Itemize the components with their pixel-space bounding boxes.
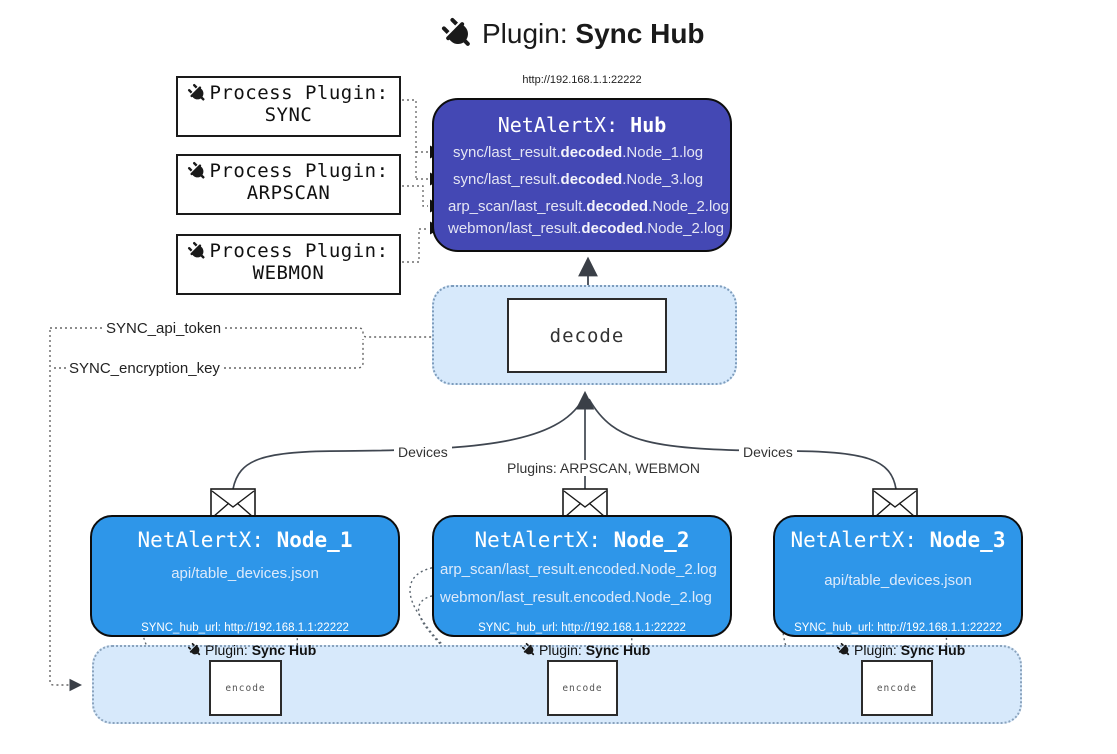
- plug-icon: [435, 11, 480, 56]
- sync-encryption-key-label: SYNC_encryption_key: [66, 360, 223, 377]
- encode-plugin-label: Plugin: Sync Hub: [837, 642, 965, 658]
- node-1-box: NetAlertX: Node_1 api/table_devices.json…: [90, 515, 400, 637]
- process-plugin-sync-box: Process Plugin: SYNC: [176, 76, 401, 137]
- node-3-box: NetAlertX: Node_3 api/table_devices.json…: [773, 515, 1023, 637]
- plug-icon: [185, 238, 212, 265]
- process-plugin-label: Process Plugin:: [209, 82, 389, 104]
- plug-icon: [519, 640, 539, 660]
- plug-icon: [834, 640, 854, 660]
- node-file-line: api/table_devices.json: [171, 565, 319, 582]
- hub-file-line: arp_scan/last_result.decoded.Node_2.log: [448, 198, 729, 215]
- process-plugin-webmon-box: Process Plugin: WEBMON: [176, 234, 401, 295]
- process-plugin-name: SYNC: [264, 104, 313, 126]
- encode-box: encode: [861, 660, 933, 716]
- hub-url: http://192.168.1.1:22222: [522, 74, 642, 86]
- process-plugin-name: WEBMON: [252, 262, 325, 284]
- node-title: NetAlertX: Node_2: [474, 528, 690, 552]
- node-file-line: arp_scan/last_result.encoded.Node_2.log: [440, 561, 717, 578]
- node-file-line: webmon/last_result.encoded.Node_2.log: [440, 589, 712, 606]
- encode-box: encode: [547, 660, 618, 716]
- process-to-hub-connectors: [397, 99, 428, 263]
- node-hub-url: SYNC_hub_url: http://192.168.1.1:22222: [141, 622, 349, 634]
- node-title: NetAlertX: Node_1: [137, 528, 353, 552]
- devices-left-label: Devices: [394, 444, 452, 460]
- node-file-line: api/table_devices.json: [824, 572, 972, 589]
- hub-file-line: sync/last_result.decoded.Node_1.log: [453, 144, 704, 161]
- process-plugin-label: Process Plugin:: [209, 240, 389, 262]
- encode-box: encode: [209, 660, 282, 716]
- plugins-center-label: Plugins: ARPSCAN, WEBMON: [503, 460, 704, 476]
- sync-api-token-label: SYNC_api_token: [103, 320, 225, 337]
- encode-plugin-label: Plugin: Sync Hub: [522, 642, 650, 658]
- hub-title-prefix: NetAlertX:: [497, 113, 631, 137]
- node-hub-url: SYNC_hub_url: http://192.168.1.1:22222: [794, 622, 1002, 634]
- node-2-box: NetAlertX: Node_2 arp_scan/last_result.e…: [432, 515, 732, 637]
- plug-icon: [185, 640, 205, 660]
- hub-file-line: webmon/last_result.decoded.Node_2.log: [448, 220, 724, 237]
- decode-box: decode: [507, 298, 667, 373]
- title-bold: Sync Hub: [575, 18, 705, 49]
- plug-icon: [185, 158, 212, 185]
- hub-file-line: sync/last_result.decoded.Node_3.log: [453, 171, 704, 188]
- title-prefix: Plugin:: [482, 18, 576, 49]
- plug-icon: [185, 80, 212, 107]
- encode-plugin-label: Plugin: Sync Hub: [188, 642, 316, 658]
- node-title: NetAlertX: Node_3: [790, 528, 1006, 552]
- hub-title: NetAlertX: Hub: [434, 113, 730, 137]
- process-plugin-arpscan-box: Process Plugin: ARPSCAN: [176, 154, 401, 215]
- process-plugin-label: Process Plugin:: [209, 160, 389, 182]
- process-plugin-name: ARPSCAN: [246, 182, 331, 204]
- page-title: Plugin: Sync Hub: [442, 12, 705, 56]
- hub-title-bold: Hub: [630, 113, 667, 137]
- node-hub-url: SYNC_hub_url: http://192.168.1.1:22222: [478, 622, 686, 634]
- hub-box: NetAlertX: Hub sync/last_result.decoded.…: [432, 98, 732, 252]
- devices-right-label: Devices: [739, 444, 797, 460]
